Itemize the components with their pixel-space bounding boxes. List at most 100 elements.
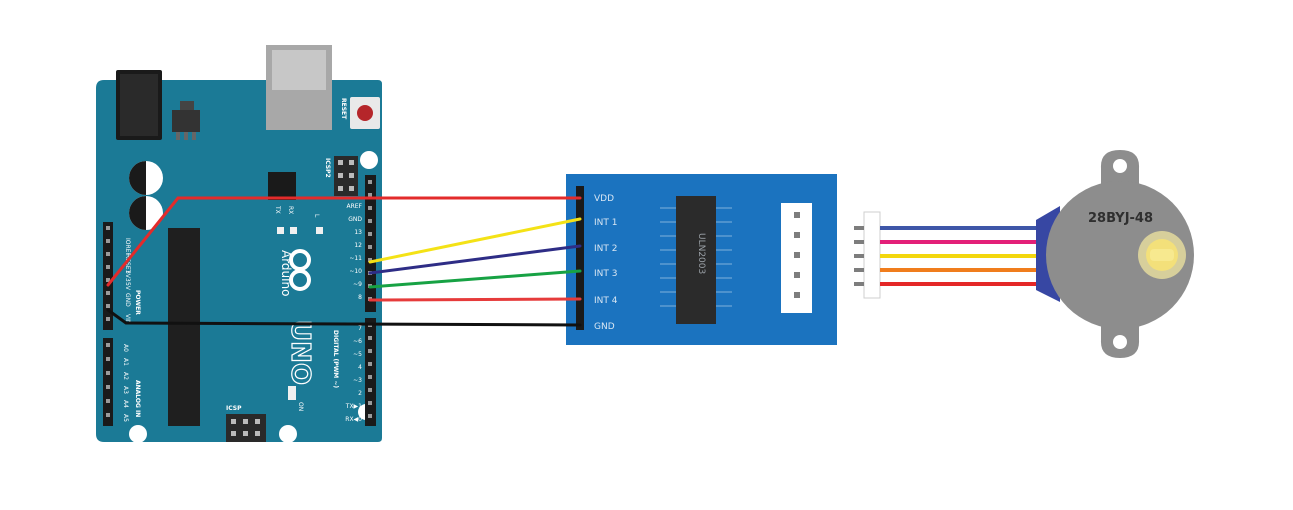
mount-screw-hole-bottom (1113, 335, 1127, 349)
analog-pin-label: A3 (122, 386, 129, 394)
capacitor-mark (129, 161, 146, 195)
icsp-pin (231, 419, 236, 424)
header-pin (368, 193, 372, 197)
motor-plug-pins (854, 226, 864, 286)
wire-int3 (368, 269, 582, 289)
header-pin (368, 362, 372, 366)
reset-button-cap[interactable] (357, 105, 373, 121)
arduino-logo (289, 249, 311, 291)
power-pin-reset-label: RESET (124, 254, 131, 274)
driver-pin-header (576, 186, 584, 330)
icsp2-pin (349, 160, 354, 165)
header-pin (106, 413, 110, 417)
icsp2-label: ICSP2 (324, 158, 331, 178)
digital-pin-label: 4 (358, 364, 362, 371)
usb-chip (268, 172, 296, 200)
usb-port-inner (272, 50, 326, 90)
l-label: L (313, 214, 320, 218)
mount-hole (129, 425, 147, 443)
icsp-pin (243, 419, 248, 424)
header-pin (106, 317, 110, 321)
analog-pin-label: A1 (122, 358, 129, 366)
motor-connector-pins (794, 212, 800, 298)
driver-pin-label: INT 4 (594, 296, 618, 306)
header-pin (368, 258, 372, 262)
digital-section-label: DIGITAL (PWM ~) (332, 330, 339, 388)
icsp-pin (255, 419, 260, 424)
l-led (316, 227, 323, 234)
analog-header (103, 338, 113, 426)
header-pin (368, 336, 372, 340)
driver-pin-label: VDD (594, 194, 614, 204)
icsp2-pin (349, 186, 354, 191)
wire-int4 (368, 297, 582, 302)
digital-pin-label: GND (348, 216, 362, 223)
analog-pin-label: A0 (122, 344, 129, 352)
driver-pin-label: INT 1 (594, 218, 617, 228)
chip-legs (660, 207, 732, 307)
3v3-label: 3V3 (124, 270, 131, 282)
mount-hole (279, 425, 297, 443)
tx-led (277, 227, 284, 234)
analog-pin-label: A4 (122, 400, 129, 408)
header-pin (368, 180, 372, 184)
digital-pin-label: ~5 (353, 351, 362, 358)
reg-leg (192, 132, 196, 140)
icsp-pin (231, 431, 236, 436)
header-pin (368, 375, 372, 379)
socket-pin (794, 272, 800, 278)
5v-label: 5V (124, 282, 131, 291)
power-header (103, 222, 113, 330)
header-pin (368, 206, 372, 210)
analog-section-label: ANALOG IN (134, 380, 141, 417)
motor-body (1046, 181, 1194, 329)
plug-pin (854, 254, 864, 258)
plug-pin (854, 268, 864, 272)
socket-pin (794, 252, 800, 258)
vin-label: VIN (124, 314, 131, 324)
wire-gnd (106, 308, 582, 327)
microcontroller-chip (168, 228, 200, 426)
digital-pin-label: 12 (354, 242, 362, 249)
plug-pin (854, 226, 864, 230)
mount-hole (360, 151, 378, 169)
tx-label: TX (274, 205, 281, 214)
wire-vdd (106, 196, 582, 287)
arduino-board-body (96, 80, 382, 442)
header-pin (368, 388, 372, 392)
header-pin (106, 265, 110, 269)
motor-shaft-flat (1150, 249, 1174, 261)
rx-label: RX (287, 206, 294, 214)
header-pin (368, 219, 372, 223)
icsp-label: ICSP (226, 405, 242, 412)
header-pin (106, 278, 110, 282)
header-pin (368, 414, 372, 418)
capacitor-mark (129, 196, 146, 230)
digital-pin-label: RX◀0 (345, 416, 362, 423)
icsp2-header (334, 156, 358, 196)
header-pin (106, 343, 110, 347)
header-pin (106, 226, 110, 230)
icsp2-pin (338, 186, 343, 191)
motor-model-label: 28BYJ-48 (1088, 211, 1153, 226)
icsp2-pin (338, 160, 343, 165)
arduino-brand-text: Arduino (279, 250, 293, 296)
regulator-tab (180, 101, 194, 110)
digital-pin-label: ~11 (349, 255, 362, 262)
digital-pin-label: ~3 (353, 377, 362, 384)
uln2003-chip (676, 196, 716, 324)
motor-wires (880, 226, 1040, 286)
wire-int1 (368, 217, 582, 264)
icsp-pin (243, 431, 248, 436)
digital-header-top (365, 175, 376, 312)
digital-pin-label: AREF (346, 203, 362, 210)
digital-pin-label: 13 (354, 229, 362, 236)
icsp-pin (255, 431, 260, 436)
reset-label: RESET (340, 98, 347, 120)
wire-int2 (368, 244, 582, 275)
dc-jack-face (120, 74, 158, 136)
uno-model-text: UNO (285, 320, 315, 385)
